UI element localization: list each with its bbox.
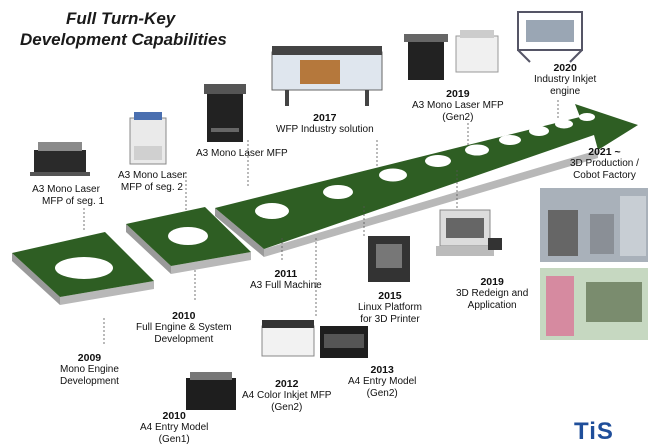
milestone-text: Development: [60, 376, 119, 388]
milestone-label-2020: 2020 Industry Inkjet engine: [534, 62, 596, 98]
milestone-text: (Gen1): [140, 434, 208, 446]
title-line-2: Development Capabilities: [20, 30, 227, 49]
milestone-text: 3D Redeign and: [456, 288, 528, 300]
3d-redesign-illustration: [436, 210, 502, 256]
milestone-text: A3 Full Machine: [250, 280, 322, 292]
company-logo: TiS: [574, 418, 614, 446]
milestone-text: Industry Inkjet: [534, 74, 596, 86]
milestone-year: 2020: [534, 62, 596, 74]
milestone-text: WFP Industry solution: [276, 124, 374, 136]
milestone-year: 2010: [136, 310, 232, 322]
printer-a4-entry-gen1-illustration: [186, 372, 236, 410]
industry-inkjet-engine-illustration: [518, 12, 582, 62]
milestone-text: Full Engine & System: [136, 322, 232, 334]
milestone-dot: [323, 185, 353, 199]
milestone-label-2009: 2009 Mono Engine Development: [60, 352, 119, 388]
milestone-text: Mono Engine: [60, 364, 119, 376]
milestone-text: A3 Mono Laser MFP: [412, 100, 504, 112]
milestone-label-2019-3d: 2019 3D Redeign and Application: [456, 276, 528, 312]
milestone-text: A3 Mono Laser: [118, 170, 186, 182]
milestone-text: Cobot Factory: [570, 170, 639, 182]
milestone-text: A3 Mono Laser: [28, 184, 104, 196]
printer-a3-seg2-illustration: [130, 112, 166, 164]
milestone-year: 2019: [412, 88, 504, 100]
milestone-year: 2012: [242, 378, 331, 390]
milestone-text: MFP of seg. 1: [28, 196, 104, 208]
factory-photo-illustration: [540, 188, 648, 262]
milestone-text: A4 Entry Model: [140, 422, 208, 434]
milestone-text: A4 Entry Model: [348, 376, 416, 388]
milestone-text: (Gen2): [412, 112, 504, 124]
milestone-year: 2021 ~: [570, 146, 639, 158]
milestone-label-a3-seg1: A3 Mono Laser MFP of seg. 1: [28, 184, 104, 208]
milestone-dot: [379, 169, 407, 182]
milestone-year: 2017: [276, 112, 374, 124]
milestone-label-2011: 2011 A3 Full Machine: [250, 268, 322, 292]
printer-a4-color-inkjet-illustration: [262, 320, 314, 356]
milestone-text: Development: [136, 334, 232, 346]
milestone-dot: [555, 120, 573, 129]
milestone-dot: [499, 135, 521, 145]
milestone-label-2010-engine: 2010 Full Engine & System Development: [136, 310, 232, 346]
printer-a3-gen2-illustration: [404, 30, 498, 80]
milestone-text: 3D Production /: [570, 158, 639, 170]
milestone-text: for 3D Printer: [358, 314, 422, 326]
milestone-label-2017: 2017 WFP Industry solution: [276, 112, 374, 136]
milestone-label-2010-a4: 2010 A4 Entry Model (Gen1): [140, 410, 208, 446]
milestone-year: 2009: [60, 352, 119, 364]
milestone-dot: [529, 126, 549, 136]
milestone-text: MFP of seg. 2: [118, 182, 186, 194]
milestone-text: (Gen2): [348, 388, 416, 400]
milestone-text: (Gen2): [242, 402, 331, 414]
milestone-year: 2013: [348, 364, 416, 376]
milestone-dot: [255, 203, 289, 219]
milestone-year: 2010: [140, 410, 208, 422]
milestone-year: 2011: [250, 268, 322, 280]
milestone-label-2015: 2015 Linux Platform for 3D Printer: [358, 290, 422, 326]
printer-a3-seg1-illustration: [30, 142, 90, 176]
milestone-text: Application: [456, 300, 528, 312]
milestone-label-2012: 2012 A4 Color Inkjet MFP (Gen2): [242, 378, 331, 414]
milestone-dot: [579, 113, 595, 121]
title-line-1: Full Turn-Key: [66, 8, 227, 29]
milestone-label-a3-seg2: A3 Mono Laser MFP of seg. 2: [118, 170, 186, 194]
printer-a3-mono-illustration: [204, 84, 246, 142]
cobot-photo-illustration: [540, 268, 648, 340]
milestone-year: 2015: [358, 290, 422, 302]
milestone-label-2013: 2013 A4 Entry Model (Gen2): [348, 364, 416, 400]
milestone-text: A3 Mono Laser MFP: [196, 148, 288, 160]
diagram-title: Full Turn-Key Development Capabilities: [20, 8, 227, 50]
milestone-label-2021: 2021 ~ 3D Production / Cobot Factory: [570, 146, 639, 182]
3d-printer-linux-illustration: [368, 236, 410, 282]
milestone-text: engine: [534, 86, 596, 98]
milestone-dot: [425, 155, 451, 167]
printer-a4-entry-gen2-illustration: [320, 326, 368, 358]
milestone-dot: [465, 145, 489, 156]
milestone-year: 2019: [456, 276, 528, 288]
milestone-label-2019-a3: 2019 A3 Mono Laser MFP (Gen2): [412, 88, 504, 124]
milestone-label-a3-mono: A3 Mono Laser MFP: [196, 148, 288, 160]
wide-format-printer-illustration: [272, 46, 382, 106]
milestone-dot: [168, 227, 208, 245]
milestone-text: A4 Color Inkjet MFP: [242, 390, 331, 402]
milestone-text: Linux Platform: [358, 302, 422, 314]
milestone-dot: [55, 257, 113, 279]
